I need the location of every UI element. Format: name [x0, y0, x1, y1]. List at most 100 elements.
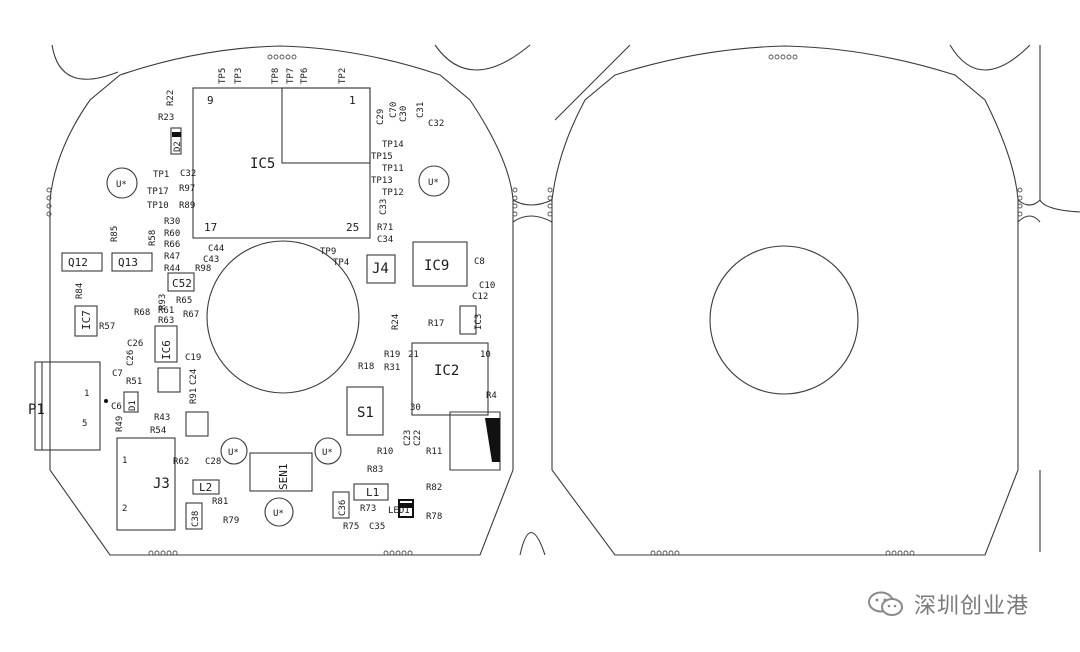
tp15-label: TP15	[371, 152, 393, 162]
c26b-label: C26	[126, 350, 136, 366]
c12-label: C12	[472, 292, 488, 302]
c6-label: C6	[111, 402, 122, 412]
r91-label: R91	[189, 388, 199, 404]
c43-label: C43	[203, 255, 219, 265]
c29-label: C29	[376, 109, 386, 125]
tp14-label: TP14	[382, 140, 404, 150]
r43-label: R43	[154, 413, 170, 423]
tp4-label: TP4	[333, 258, 349, 268]
r68-label: R68	[134, 308, 150, 318]
r17-label: R17	[428, 319, 444, 329]
sen1-label: SEN1	[277, 464, 290, 491]
board-outline-left	[49, 45, 514, 556]
tp6-label: TP6	[300, 68, 310, 84]
r73-label: R73	[360, 504, 376, 514]
d1-label: D1	[128, 400, 138, 411]
r81-label: R81	[212, 497, 228, 507]
r60-label: R60	[164, 229, 180, 239]
ic2-pin10: 10	[480, 350, 491, 360]
l2-label: L2	[199, 481, 212, 494]
tp5-label: TP5	[218, 68, 228, 84]
r31-label: R31	[384, 363, 400, 373]
r11-label: R11	[426, 447, 442, 457]
r10-label: R10	[377, 447, 393, 457]
j3-label: J3	[153, 476, 170, 492]
j3-pin2: 2	[122, 504, 127, 514]
c70-label: C70	[389, 102, 399, 118]
l1-label: L1	[366, 486, 379, 499]
r83-label: R83	[367, 465, 383, 475]
c10-label: C10	[479, 281, 495, 291]
c31-label: C31	[416, 102, 426, 118]
r24-label: R24	[391, 314, 401, 330]
r79-label: R79	[223, 516, 239, 526]
j3-pin1: 1	[122, 456, 127, 466]
tp13-label: TP13	[371, 176, 393, 186]
r85-label: R85	[110, 226, 120, 242]
r89-label: R89	[179, 201, 195, 211]
tp2-label: TP2	[338, 68, 348, 84]
r18-label: R18	[358, 362, 374, 372]
c24-label: C24	[189, 369, 199, 385]
mount-5: U*	[273, 509, 284, 519]
watermark-text: 深圳创业港	[914, 594, 1030, 619]
ic2-label: IC2	[434, 363, 459, 379]
r93-label: R93	[158, 294, 168, 310]
r58-label: R58	[148, 230, 158, 246]
s1-label: S1	[357, 405, 374, 421]
tp12-label: TP12	[382, 188, 404, 198]
r47-label: R47	[164, 252, 180, 262]
r71-label: R71	[377, 223, 393, 233]
c44-label: C44	[208, 244, 224, 254]
ic2-pin30: 30	[410, 403, 421, 413]
tp8-label: TP8	[271, 68, 281, 84]
wechat-icon	[868, 591, 903, 616]
r57-label: R57	[99, 322, 115, 332]
r54-label: R54	[150, 426, 166, 436]
r84-label: R84	[75, 283, 85, 299]
r19-label: R19	[384, 350, 400, 360]
r63-label: R63	[158, 316, 174, 326]
c38-label: C38	[191, 511, 201, 527]
c32-label: C32	[180, 169, 196, 179]
r4-label: R4	[486, 391, 497, 401]
r82-label: R82	[426, 483, 442, 493]
r22-label: R22	[166, 90, 176, 106]
led1-label: LED1	[388, 506, 410, 516]
ic9-label: IC9	[424, 258, 449, 274]
p1-pin1: 1	[84, 389, 89, 399]
ic5-pin1: 1	[349, 94, 356, 107]
mount-2: U*	[428, 178, 439, 188]
ic5-label: IC5	[250, 156, 275, 172]
ic6-label: IC6	[160, 340, 173, 360]
c23-label: C23	[403, 430, 413, 446]
q13-label: Q13	[118, 256, 138, 269]
c33-label: C33	[379, 199, 389, 215]
j4-label: J4	[372, 261, 389, 277]
ic5-pin17: 17	[204, 221, 217, 234]
ic3-label: IC3	[474, 314, 484, 330]
r75-label: R75	[343, 522, 359, 532]
tp1-label: TP1	[153, 170, 169, 180]
tp3-label: TP3	[234, 68, 244, 84]
mount-1: U*	[116, 180, 127, 190]
ic2-pin21: 21	[408, 350, 419, 360]
c19-label: C19	[185, 353, 201, 363]
r67-label: R67	[183, 310, 199, 320]
tp7-label: TP7	[286, 68, 296, 84]
mount-3: U*	[228, 448, 239, 458]
r44-label: R44	[164, 264, 180, 274]
watermark: 深圳创业港	[866, 588, 1029, 620]
r66-label: R66	[164, 240, 180, 250]
tp17-label: TP17	[147, 187, 169, 197]
c7-label: C7	[112, 369, 123, 379]
r78-label: R78	[426, 512, 442, 522]
c26-label: C26	[127, 339, 143, 349]
c28-label: C28	[205, 457, 221, 467]
tp11-label: TP11	[382, 164, 404, 174]
r49-label: R49	[115, 416, 125, 432]
r97-label: R97	[179, 184, 195, 194]
r98-label: R98	[195, 264, 211, 274]
